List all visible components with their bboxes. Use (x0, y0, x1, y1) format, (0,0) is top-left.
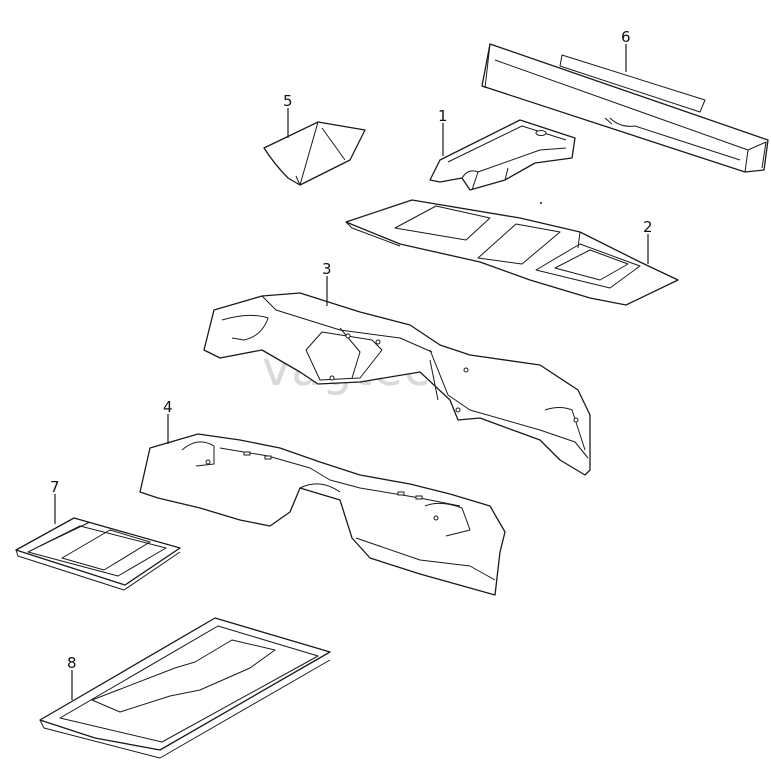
callout-4: 4 (163, 398, 173, 416)
part-5-bracket[interactable] (263, 121, 366, 186)
part-3-rear-panel[interactable] (203, 292, 591, 476)
callout-1: 1 (438, 107, 448, 125)
part-6-rail[interactable] (481, 43, 769, 173)
part-2-floor-plate[interactable] (345, 199, 679, 306)
callout-5: 5 (283, 92, 293, 110)
part-8-floor-pan[interactable] (39, 617, 331, 759)
stray-dot (540, 202, 542, 204)
part-7-floor-panel[interactable] (15, 517, 181, 591)
callout-8: 8 (67, 654, 77, 672)
part-4-lower-panel[interactable] (139, 433, 506, 596)
callout-3: 3 (322, 260, 332, 278)
callout-7: 7 (50, 478, 60, 496)
callout-2: 2 (643, 218, 653, 236)
callout-6: 6 (621, 28, 631, 46)
part-1-crossmember[interactable] (429, 119, 576, 191)
